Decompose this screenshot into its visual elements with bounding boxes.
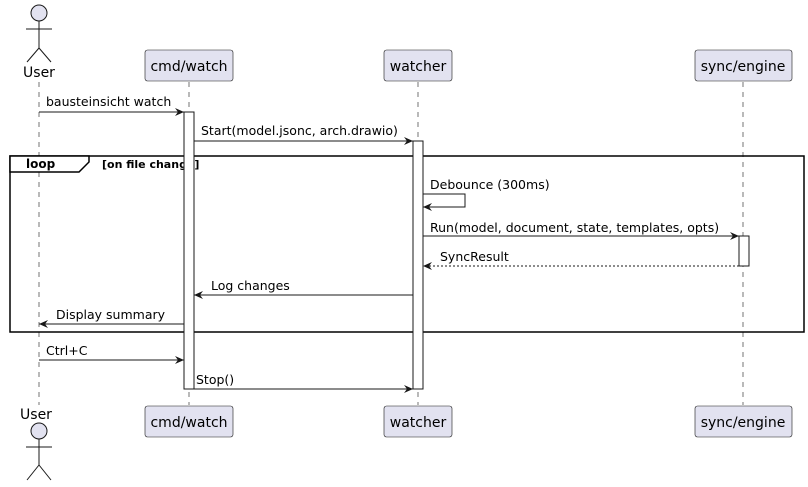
messages: bausteinsicht watch Start(model.jsonc, a…	[39, 94, 739, 393]
activation-engine	[738, 235, 750, 267]
message-label: Stop()	[196, 372, 234, 387]
activation-watcher	[412, 140, 424, 390]
activation-cmd	[183, 111, 195, 390]
message-label: Debounce (300ms)	[430, 177, 550, 192]
actor-user-top: User	[23, 4, 55, 81]
participant-label: watcher	[390, 415, 447, 431]
message-label: Run(model, document, state, templates, o…	[430, 220, 719, 235]
participants-bottom: User cmd/watch watcher sync/engine	[20, 405, 793, 481]
loop-keyword: loop	[26, 157, 56, 171]
message-label: SyncResult	[440, 249, 509, 264]
participant-label: cmd/watch	[150, 59, 227, 75]
participant-engine-top: sync/engine	[694, 49, 793, 82]
loop-frame	[9, 155, 805, 333]
participant-engine-bottom: sync/engine	[694, 405, 793, 438]
message-arrow	[423, 193, 466, 211]
participant-cmd-bottom: cmd/watch	[144, 405, 234, 438]
loop-condition: [on file change]	[102, 158, 199, 171]
person-icon	[26, 422, 52, 481]
person-icon	[26, 4, 52, 63]
loop-fragment: loop [on file change]	[9, 155, 805, 333]
message-label: bausteinsicht watch	[46, 94, 171, 109]
participant-label: watcher	[390, 59, 447, 75]
actor-label: User	[20, 407, 52, 423]
participant-watcher-bottom: watcher	[383, 405, 453, 438]
message-label: Ctrl+C	[46, 343, 88, 358]
message-label: Display summary	[56, 307, 166, 322]
participant-watcher-top: watcher	[383, 49, 453, 82]
participant-cmd-top: cmd/watch	[144, 49, 234, 82]
actor-label: User	[23, 65, 55, 81]
message-label: Log changes	[211, 278, 290, 293]
actor-user-bottom: User	[20, 407, 52, 481]
participant-label: sync/engine	[701, 59, 786, 75]
participant-label: sync/engine	[701, 415, 786, 431]
message-label: Start(model.jsonc, arch.drawio)	[201, 123, 398, 138]
activations	[183, 111, 750, 390]
participants-top: User cmd/watch watcher sync/engine	[23, 4, 793, 82]
participant-label: cmd/watch	[150, 415, 227, 431]
loop-tab	[9, 155, 90, 173]
